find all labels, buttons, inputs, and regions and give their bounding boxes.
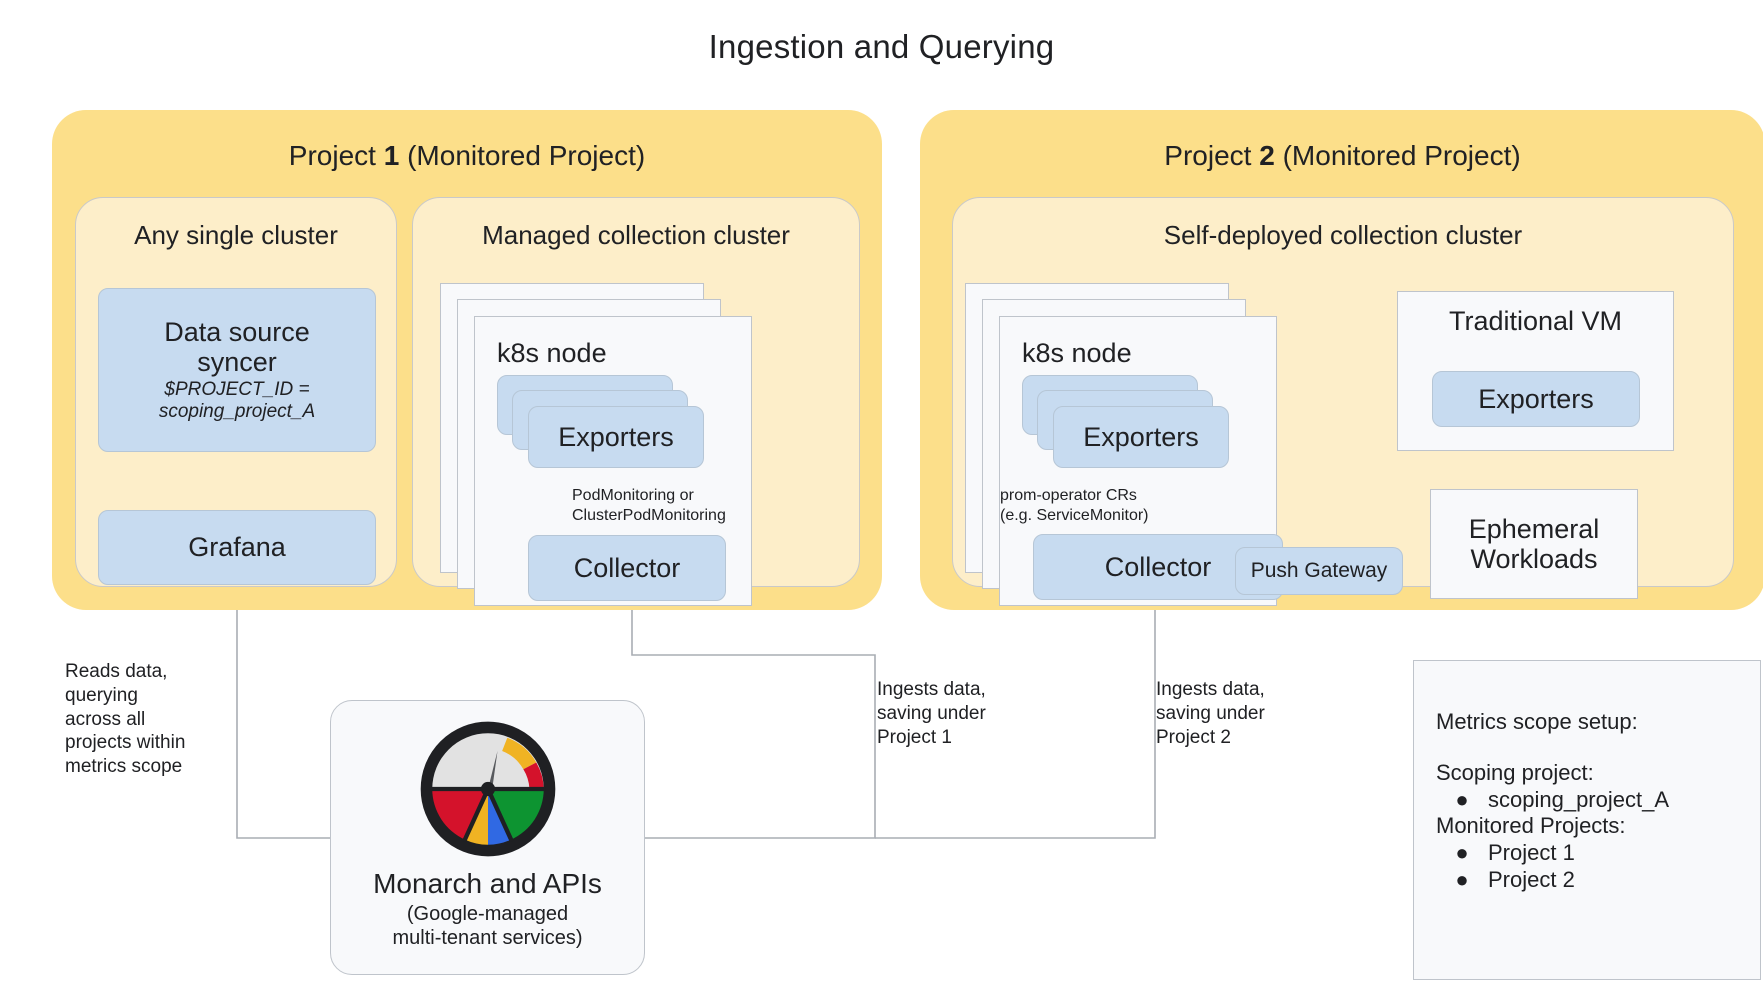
legend-monitored-item-1: ● Project 2	[1436, 867, 1760, 894]
component-exporters-p1[interactable]: Exporters	[528, 406, 704, 468]
legend-spacer	[1436, 736, 1760, 760]
project-2-title-number: 2	[1259, 140, 1275, 171]
component-push-gateway[interactable]: Push Gateway	[1235, 547, 1403, 595]
podmonitoring-edge-label: PodMonitoring or ClusterPodMonitoring	[572, 487, 726, 524]
component-exporters-vm[interactable]: Exporters	[1432, 371, 1640, 427]
project-1-title: Project 1 (Monitored Project)	[52, 140, 882, 172]
project-2-title-prefix: Project	[1164, 140, 1260, 171]
legend-heading: Metrics scope setup:	[1436, 709, 1638, 734]
data-source-syncer-sub: $PROJECT_ID = scoping_project_A	[158, 379, 316, 423]
k8s-node-label-p2: k8s node	[1022, 338, 1132, 368]
exporters-label-p1: Exporters	[558, 421, 674, 452]
page-title: Ingestion and Querying	[708, 28, 1055, 65]
project-2-title: Project 2 (Monitored Project)	[920, 140, 1763, 172]
legend-monitored-item-0: ● Project 1	[1436, 840, 1760, 867]
project-2-title-suffix: (Monitored Project)	[1274, 140, 1521, 171]
monarch-gauge-logo	[420, 721, 556, 862]
legend-scoping-label: Scoping project:	[1436, 759, 1594, 785]
collector-label-p2: Collector	[1104, 551, 1212, 582]
project-1-title-prefix: Project	[288, 140, 384, 171]
prom-operator-edge-label: prom-operator CRs (e.g. ServiceMonitor)	[1000, 487, 1149, 524]
push-gateway-label: Push Gateway	[1250, 559, 1388, 583]
project-1-title-suffix: (Monitored Project)	[399, 140, 646, 171]
data-source-syncer-label: Data source syncer	[164, 316, 310, 378]
monarch-subtitle: (Google-managed multi-tenant services)	[392, 903, 583, 949]
component-collector-p1[interactable]: Collector	[528, 535, 726, 601]
exporters-vm-label: Exporters	[1478, 383, 1594, 414]
bullet-icon: ●	[1455, 840, 1469, 866]
legend-monitored-label: Monitored Projects:	[1436, 813, 1626, 839]
bullet-icon: ●	[1455, 867, 1469, 893]
cluster-any-single-title: Any single cluster	[134, 220, 338, 250]
traditional-vm-title: Traditional VM	[1448, 306, 1623, 336]
flow-label-reads: Reads data, querying across all projects…	[65, 661, 186, 777]
bullet-icon: ●	[1455, 786, 1469, 812]
k8s-node-label-p1: k8s node	[497, 338, 607, 368]
project-1-title-number: 1	[383, 140, 400, 171]
flow-label-ingest-project-2: Ingests data, saving under Project 2	[1156, 679, 1265, 748]
cluster-self-deployed-title: Self-deployed collection cluster	[1163, 220, 1523, 250]
legend-monitored-item-0-label: Project 1	[1488, 840, 1575, 866]
grafana-label: Grafana	[188, 532, 286, 563]
component-grafana[interactable]: Grafana	[98, 510, 376, 585]
monarch-title: Monarch and APIs	[373, 868, 602, 899]
exporters-label-p2: Exporters	[1083, 421, 1199, 452]
metrics-scope-legend: Metrics scope setup: Scoping project: ● …	[1413, 660, 1761, 980]
component-data-source-syncer[interactable]: Data source syncer $PROJECT_ID = scoping…	[98, 288, 376, 452]
cluster-managed-collection-title: Managed collection cluster	[482, 220, 790, 250]
component-exporters-p2[interactable]: Exporters	[1053, 406, 1229, 468]
monarch-and-apis-card[interactable]: Monarch and APIs (Google-managed multi-t…	[330, 700, 645, 975]
legend-monitored-item-1-label: Project 2	[1488, 867, 1575, 893]
collector-label-p1: Collector	[573, 552, 681, 583]
legend-scoping-item-0: ● scoping_project_A	[1436, 787, 1760, 814]
legend-scoping-item-0-label: scoping_project_A	[1488, 786, 1670, 812]
ephemeral-workloads-box[interactable]: Ephemeral Workloads	[1430, 489, 1638, 599]
ephemeral-workloads-title: Ephemeral Workloads	[1468, 513, 1600, 574]
flow-label-ingest-project-1: Ingests data, saving under Project 1	[877, 679, 986, 748]
